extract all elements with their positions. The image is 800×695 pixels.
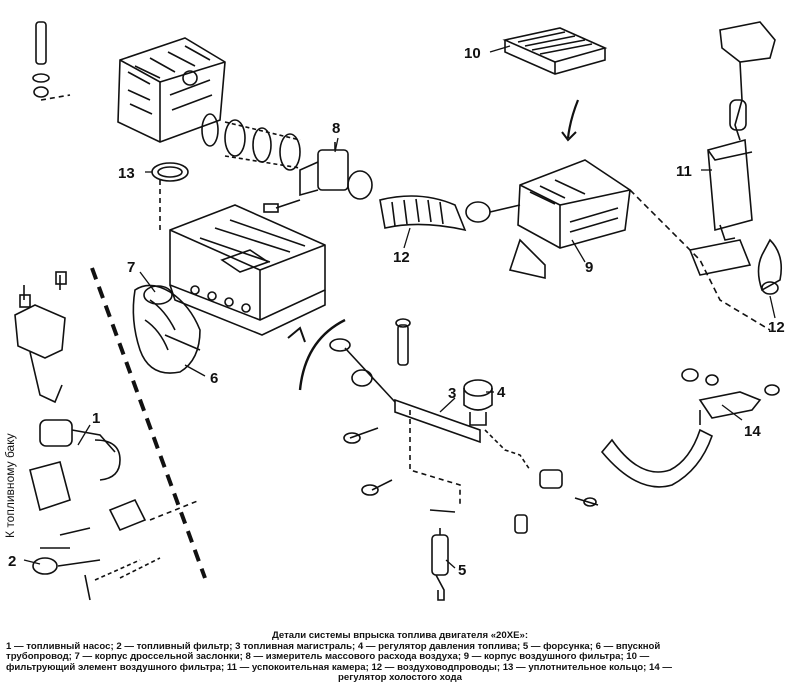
air-mass-meter: [263, 142, 373, 213]
caption-title: Детали системы впрыска топлива двигателя…: [271, 630, 529, 641]
separator-dashed: [90, 267, 207, 579]
label-12-right: 12: [768, 319, 785, 336]
caption-line-1: 1 — топливный насос; 2 — топливный фильт…: [6, 640, 661, 652]
pressure-regulator: [463, 379, 599, 507]
label-3: 3: [448, 385, 456, 402]
fuel-injector: [431, 514, 528, 601]
caption-line-2: трубопровод; 7 — корпус дроссельной засл…: [6, 651, 650, 663]
label-8: 8: [332, 120, 340, 137]
fuel-tank-side-label: К топливному баку: [3, 433, 17, 538]
label-2: 2: [8, 553, 16, 570]
caption-line-3: фильтрующий элемент воздушного фильтра; …: [6, 661, 672, 673]
label-9: 9: [585, 259, 593, 276]
label-14: 14: [744, 423, 761, 440]
filter-element: [502, 27, 608, 142]
label-1: 1: [92, 410, 100, 427]
damping-chamber: [688, 21, 776, 276]
label-13: 13: [118, 165, 135, 182]
intake-rings-top: [201, 113, 301, 171]
label-6: 6: [210, 370, 218, 387]
fuel-injection-diagram: 1 2 3 4 5 6 7 8 9 10 11 12 12 13 14 К то…: [3, 21, 785, 601]
label-11: 11: [676, 163, 692, 180]
seal-ring: [151, 162, 189, 230]
caption-line-4: регулятор холостого хода: [338, 672, 462, 684]
fuel-rail: [329, 318, 481, 513]
bolt-top-left: [32, 21, 71, 101]
label-5: 5: [458, 562, 466, 579]
label-12-middle: 12: [393, 249, 410, 266]
idle-regulator: [600, 368, 780, 488]
air-duct-middle: [379, 195, 521, 232]
caption: Детали системы впрыска топлива двигателя…: [6, 630, 794, 693]
air-filter-housing: [508, 159, 631, 280]
arc-divider: [298, 318, 346, 391]
label-4: 4: [497, 384, 506, 401]
label-10: 10: [464, 45, 481, 62]
leader-lines: [23, 45, 776, 569]
intake-manifold: [132, 284, 201, 374]
fuel-pump-assembly: [14, 271, 161, 601]
air-duct-right: [629, 189, 783, 331]
throttle-housing-top: [117, 37, 226, 143]
label-7: 7: [127, 259, 135, 276]
